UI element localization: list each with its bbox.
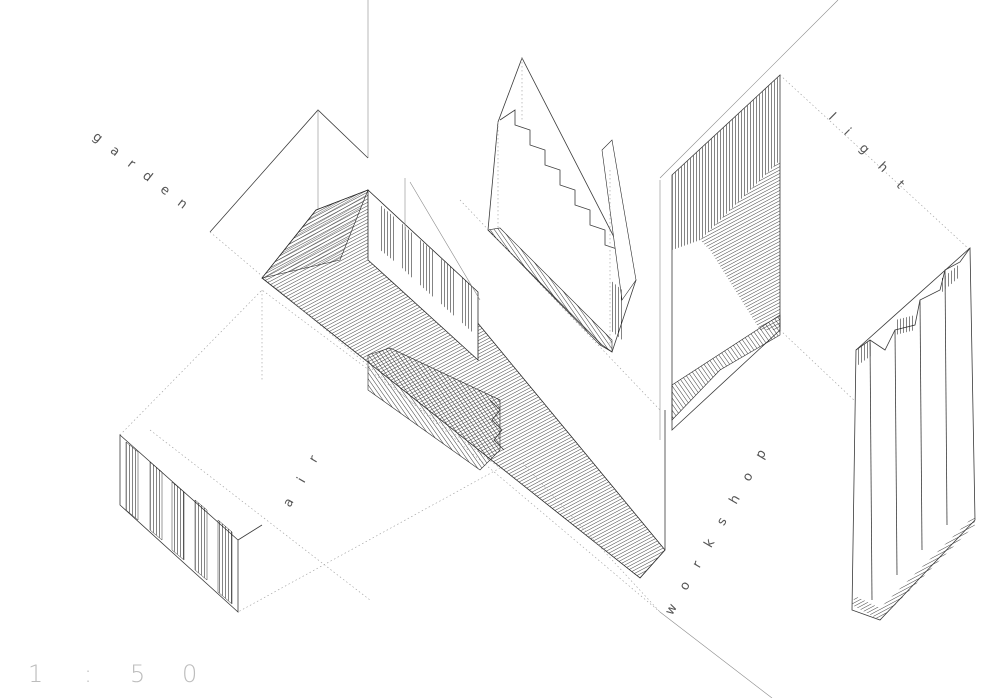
scale-digit: 5 bbox=[130, 660, 146, 688]
air-label: air bbox=[280, 436, 331, 510]
construction-line-top-right bbox=[659, 0, 839, 179]
workshop-guide bbox=[519, 459, 661, 613]
lower-stair bbox=[367, 347, 505, 471]
light-label: light bbox=[825, 110, 920, 205]
construction-line-bottom bbox=[659, 611, 773, 698]
central-staircase bbox=[487, 57, 637, 353]
label-workshop: workshop bbox=[662, 432, 778, 618]
scale-digit: : bbox=[84, 660, 93, 688]
corrugated-block bbox=[851, 247, 976, 621]
garden-label: garden bbox=[90, 129, 202, 221]
air-block bbox=[119, 289, 501, 613]
slab-edge bbox=[639, 549, 666, 579]
workshop-label: workshop bbox=[662, 432, 778, 618]
scale-digit: 0 bbox=[182, 660, 198, 688]
scale-label: 1: 5 0 bbox=[28, 660, 197, 688]
light-window bbox=[671, 74, 971, 511]
label-light: light bbox=[825, 110, 920, 205]
middle-guide bbox=[459, 199, 661, 411]
label-air: air bbox=[280, 436, 331, 510]
window-frames bbox=[367, 178, 481, 361]
label-garden: garden bbox=[90, 129, 202, 221]
scale-digit: 1 bbox=[28, 660, 44, 688]
